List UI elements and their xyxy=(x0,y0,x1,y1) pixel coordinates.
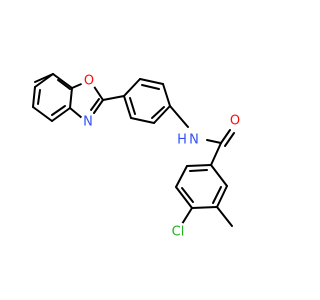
bond xyxy=(175,186,193,209)
bond xyxy=(220,129,231,144)
bond xyxy=(191,206,218,209)
bond xyxy=(210,142,222,166)
atom-nitrogen-amide: N xyxy=(186,132,202,148)
bond xyxy=(92,84,104,101)
atom-label: Cl xyxy=(172,225,185,240)
atom-label: H xyxy=(177,133,187,148)
bond-layer xyxy=(32,73,235,227)
atom-oxygen-carbonyl: O xyxy=(227,113,243,129)
molecule-structure: O N N H O Cl xyxy=(32,73,243,242)
atom-label: N xyxy=(83,115,93,130)
bond xyxy=(216,185,228,208)
bond xyxy=(169,105,189,128)
bond xyxy=(151,106,165,119)
bond xyxy=(34,73,54,88)
atom-label: O xyxy=(84,74,94,89)
atom-chlorine: Cl xyxy=(168,222,188,242)
bond xyxy=(57,79,71,90)
atom-label: O xyxy=(230,114,240,129)
bond xyxy=(162,83,171,107)
bond xyxy=(212,186,222,204)
atom-label: N xyxy=(189,133,199,148)
bond xyxy=(153,105,171,124)
bond xyxy=(93,99,104,114)
bond xyxy=(52,73,73,89)
bond xyxy=(32,86,36,108)
bond xyxy=(130,117,155,124)
bond xyxy=(69,87,73,109)
bond xyxy=(141,84,160,90)
bond xyxy=(181,187,194,203)
atom-nitrogen-ring: N xyxy=(80,114,96,130)
atom-oxygen-ring: O xyxy=(81,73,97,89)
bond xyxy=(216,206,233,227)
bond xyxy=(69,107,83,119)
bond xyxy=(175,165,188,188)
bond xyxy=(139,78,164,85)
bond xyxy=(129,97,136,115)
atom-hydrogen-amide: H xyxy=(176,133,188,148)
bond xyxy=(51,105,66,116)
bond xyxy=(224,132,235,147)
bond xyxy=(123,78,141,97)
bond xyxy=(181,207,193,225)
bond xyxy=(51,107,71,122)
bond xyxy=(206,139,222,144)
bond xyxy=(189,169,208,172)
bond xyxy=(123,95,132,119)
bond xyxy=(37,89,41,105)
atom-label-layer: O N N H O Cl xyxy=(80,73,243,242)
molecule-canvas: O N N H O Cl xyxy=(32,73,243,242)
bond xyxy=(186,164,212,167)
bond xyxy=(210,164,228,187)
bond xyxy=(90,98,100,111)
bond xyxy=(102,95,125,101)
bond xyxy=(32,106,53,122)
